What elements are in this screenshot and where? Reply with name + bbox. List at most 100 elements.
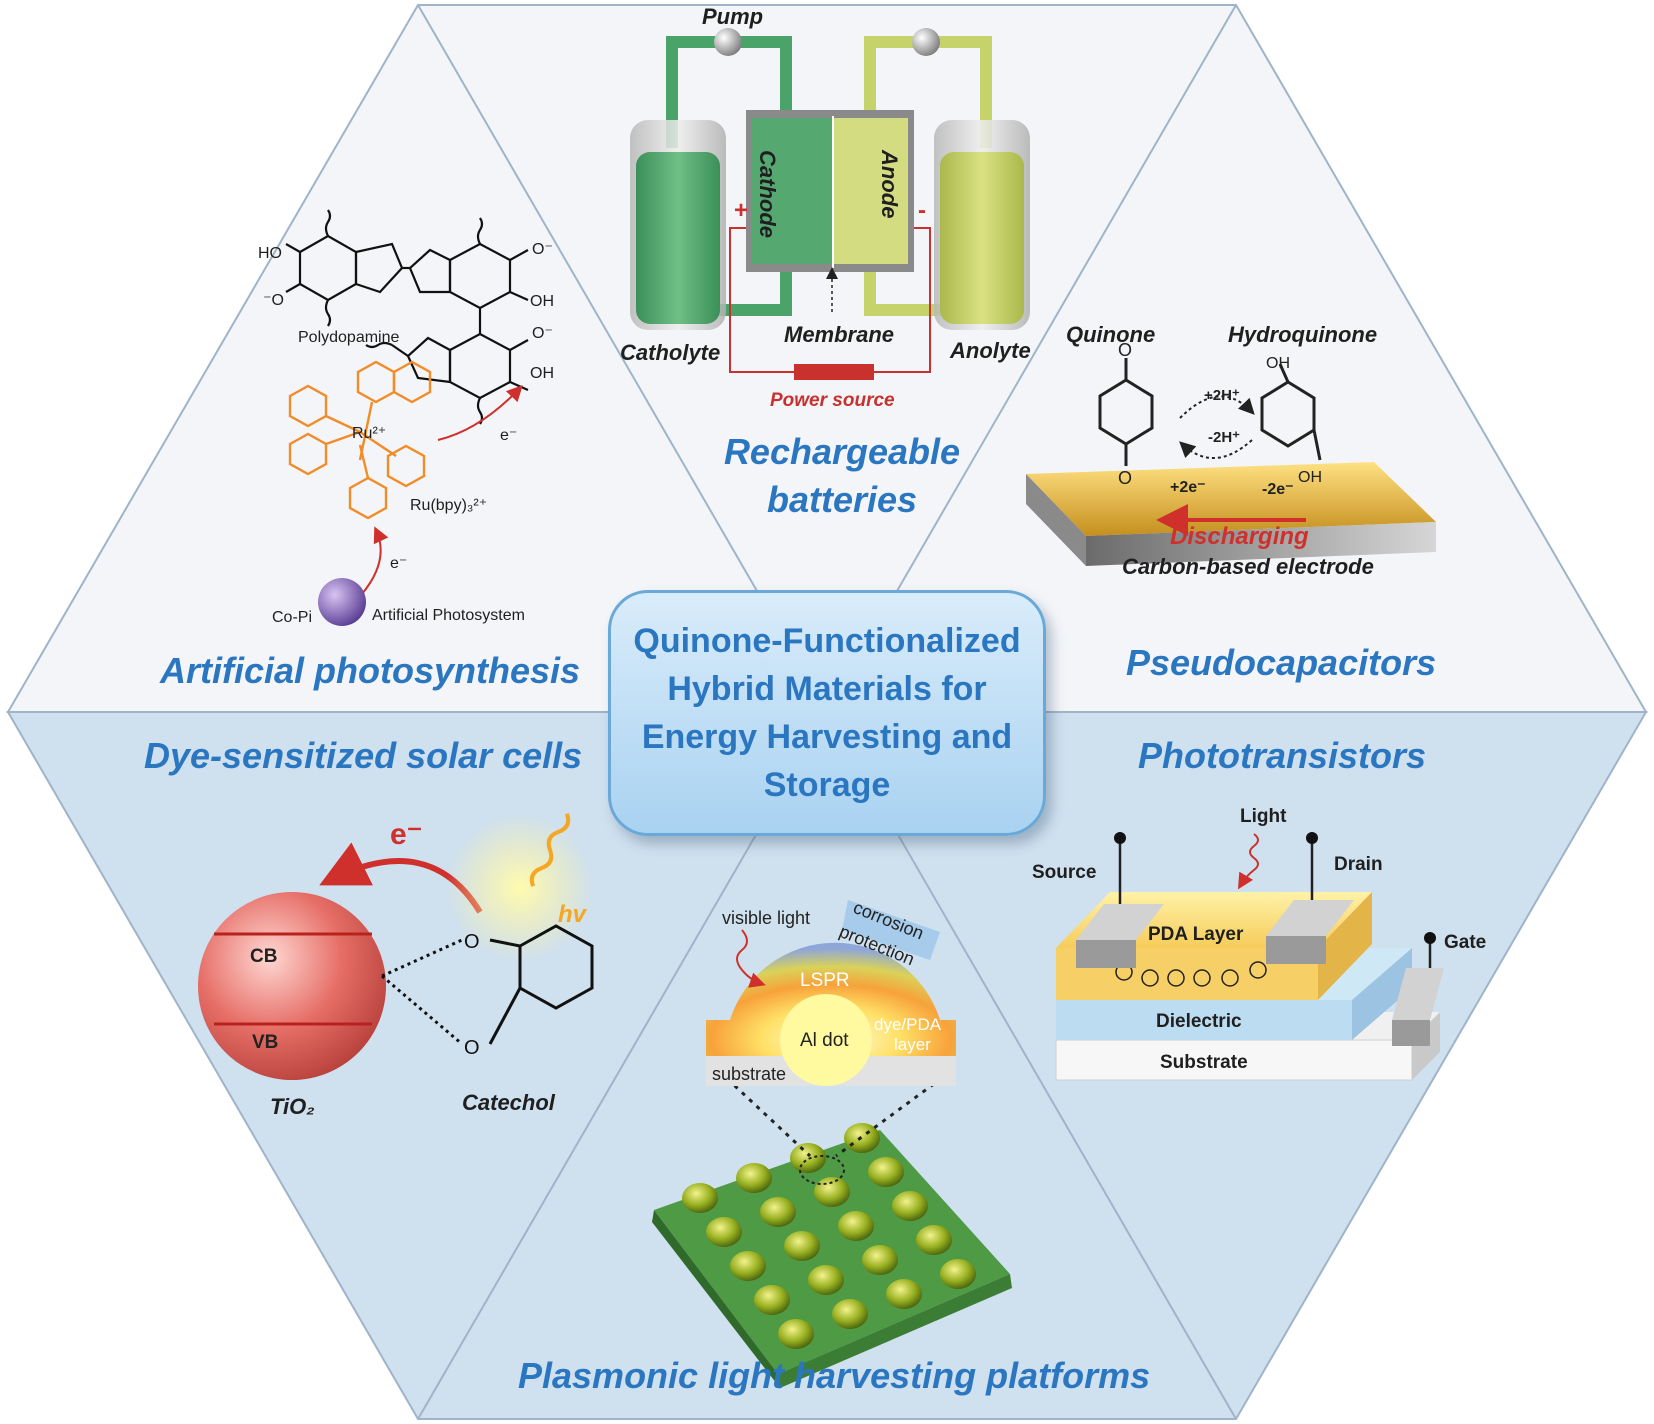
quinone-molecule	[1098, 358, 1154, 466]
pseudocapacitors-title: Pseudocapacitors	[1126, 642, 1436, 683]
plasmonic-bump	[862, 1245, 898, 1275]
plasmonic-bump	[808, 1265, 844, 1295]
membrane-label: Membrane	[784, 322, 894, 347]
ru-complex-label: Ru(bpy)₃²⁺	[410, 497, 487, 514]
ru-center-label: Ru²⁺	[352, 425, 386, 442]
co-pi-sphere	[318, 578, 366, 626]
pump-label: Pump	[702, 4, 763, 29]
plus-sign: +	[734, 197, 748, 224]
source-label: Source	[1032, 862, 1096, 883]
plasmonic-bump	[736, 1163, 772, 1193]
al-dot	[780, 994, 872, 1086]
rechargeable-batteries-panel: Pump Cathode Anode + - Catholyte Anolyte…	[620, 4, 1031, 520]
plasmonic-bump	[868, 1157, 904, 1187]
dye-layer-line1: dye/PDA	[874, 1015, 942, 1034]
catholyte-label: Catholyte	[620, 340, 720, 365]
polydopamine-structure	[285, 209, 529, 425]
photosystem-label: Artificial Photosystem	[372, 607, 525, 624]
quinone-o-top: O	[1118, 340, 1132, 360]
lspr-label: LSPR	[800, 970, 850, 991]
plasmonic-substrate-label: substrate	[712, 1064, 786, 1084]
vb-label: VB	[252, 1032, 278, 1053]
plasmonic-bump	[838, 1211, 874, 1241]
minus-2h-label: -2H⁺	[1208, 429, 1240, 446]
plasmonic-bump	[730, 1251, 766, 1281]
dssc-title: Dye-sensitized solar cells	[144, 735, 582, 776]
plasmonic-bump	[886, 1279, 922, 1309]
cb-label: CB	[250, 946, 277, 967]
source-electrode	[1076, 940, 1136, 968]
al-dot-label: Al dot	[800, 1030, 849, 1051]
plasmonic-bump	[790, 1143, 826, 1173]
oh-top: OH	[1266, 355, 1290, 372]
pump-icon	[714, 28, 742, 56]
dssc-electron-label: e⁻	[390, 818, 423, 851]
ru-complex-structure	[288, 360, 432, 520]
power-source-icon	[794, 364, 874, 380]
plasmonic-bump	[784, 1231, 820, 1261]
pda-layer-label: PDA Layer	[1148, 924, 1244, 945]
light-arrow-icon	[1237, 833, 1259, 890]
catechol-o-top: O	[464, 931, 480, 953]
plasmonic-bump	[682, 1183, 718, 1213]
electron-arrow-2	[361, 526, 389, 595]
rechargeable-title-line2: batteries	[767, 479, 917, 520]
visible-light-label: visible light	[722, 908, 810, 928]
plasmonic-bump	[940, 1259, 976, 1289]
dye-layer-line2: layer	[894, 1035, 931, 1054]
plasmonic-bump	[814, 1177, 850, 1207]
oh-label-2: OH	[530, 365, 554, 382]
ho-label: HO	[258, 245, 282, 262]
discharging-label: Discharging	[1170, 523, 1309, 550]
anode-label: Anode	[877, 149, 902, 218]
center-title-box: Quinone-Functionalized Hybrid Materials …	[608, 590, 1046, 836]
plasmonic-bump	[916, 1225, 952, 1255]
dielectric-layer	[1056, 1000, 1352, 1040]
catechol-molecule	[381, 924, 594, 1046]
light-wave-icon	[529, 813, 571, 887]
polydopamine-label: Polydopamine	[298, 329, 400, 346]
dielectric-label: Dielectric	[1156, 1011, 1242, 1032]
substrate-label: Substrate	[1160, 1052, 1248, 1073]
tio2-sphere	[198, 892, 386, 1080]
plus-2e-label: +2e⁻	[1170, 479, 1206, 496]
rechargeable-title-line1: Rechargeable	[724, 431, 960, 472]
dssc-panel: Dye-sensitized solar cells CB VB TiO₂ e⁻…	[144, 735, 594, 1119]
electron-arrow-1	[437, 385, 523, 441]
hydroquinone-molecule	[1260, 363, 1322, 461]
visible-light-arrow	[736, 929, 766, 988]
electrode-label: Carbon-based electrode	[1122, 554, 1374, 579]
catechol-label: Catechol	[462, 1090, 556, 1115]
hexagon-background	[6, 4, 1648, 1420]
tio2-label: TiO₂	[270, 1094, 315, 1119]
center-title: Quinone-Functionalized Hybrid Materials …	[633, 622, 1021, 804]
drain-electrode	[1266, 936, 1326, 964]
o-minus-label-2: O⁻	[532, 241, 553, 258]
plasmonic-title: Plasmonic light harvesting platforms	[518, 1355, 1150, 1396]
artificial-photosynthesis-panel: HO ⁻O O⁻ OH O⁻ OH Polydopamine Ru²⁺ Ru(b…	[159, 209, 580, 691]
plasmonic-bump	[760, 1197, 796, 1227]
plasmonic-panel: substrate Al dot LSPR dye/PDA layer visi…	[518, 897, 1150, 1396]
oh-label-1: OH	[530, 293, 554, 310]
minus-sign: -	[918, 197, 926, 224]
gate-label: Gate	[1444, 932, 1486, 953]
artificial-photosynthesis-title: Artificial photosynthesis	[159, 650, 580, 691]
pump-icon-2	[912, 28, 940, 56]
plasmonic-bump	[754, 1285, 790, 1315]
electron-label-2: e⁻	[390, 555, 407, 572]
hydroquinone-label: Hydroquinone	[1228, 322, 1377, 347]
gate-electrode	[1392, 1020, 1430, 1046]
light-label: Light	[1240, 806, 1287, 827]
plasmonic-bump	[832, 1299, 868, 1329]
pseudocapacitors-panel: Quinone Hydroquinone O O OH OH +2H⁺ -2H⁺…	[1026, 322, 1436, 683]
plasmonic-bump	[844, 1123, 880, 1153]
power-source-label: Power source	[770, 390, 895, 411]
plasmonic-bump	[892, 1191, 928, 1221]
phototransistors-title: Phototransistors	[1138, 735, 1426, 776]
co-pi-label: Co-Pi	[272, 609, 312, 626]
plasmonic-bump	[706, 1217, 742, 1247]
plus-2h-label: +2H⁺	[1204, 387, 1240, 404]
cathode-label: Cathode	[755, 150, 780, 238]
o-minus-label-1: ⁻O	[263, 292, 284, 309]
